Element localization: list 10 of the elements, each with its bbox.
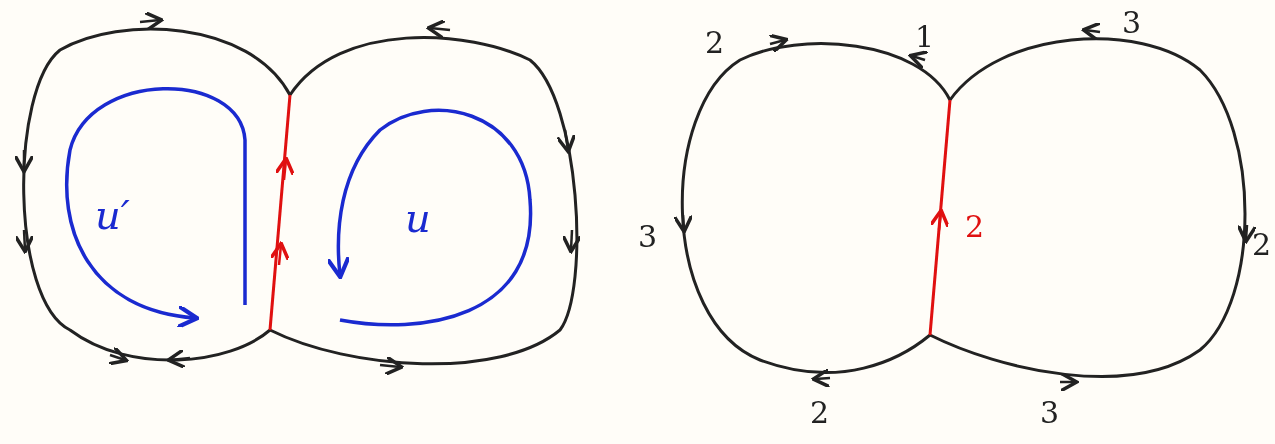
- edge-weight-label: 2: [1252, 230, 1272, 260]
- edge-weight-label: 3: [1122, 8, 1142, 38]
- edge-weight-label: 2: [965, 212, 985, 242]
- edge-weight-label: 3: [1040, 398, 1060, 428]
- edge-weight-label: 1: [915, 22, 935, 52]
- face-label: u: [405, 198, 431, 238]
- edge-weight-label: 2: [705, 28, 725, 58]
- face-label: u′: [95, 195, 130, 235]
- edge-weight-label: 2: [810, 398, 830, 428]
- edge-weight-label: 3: [638, 222, 658, 252]
